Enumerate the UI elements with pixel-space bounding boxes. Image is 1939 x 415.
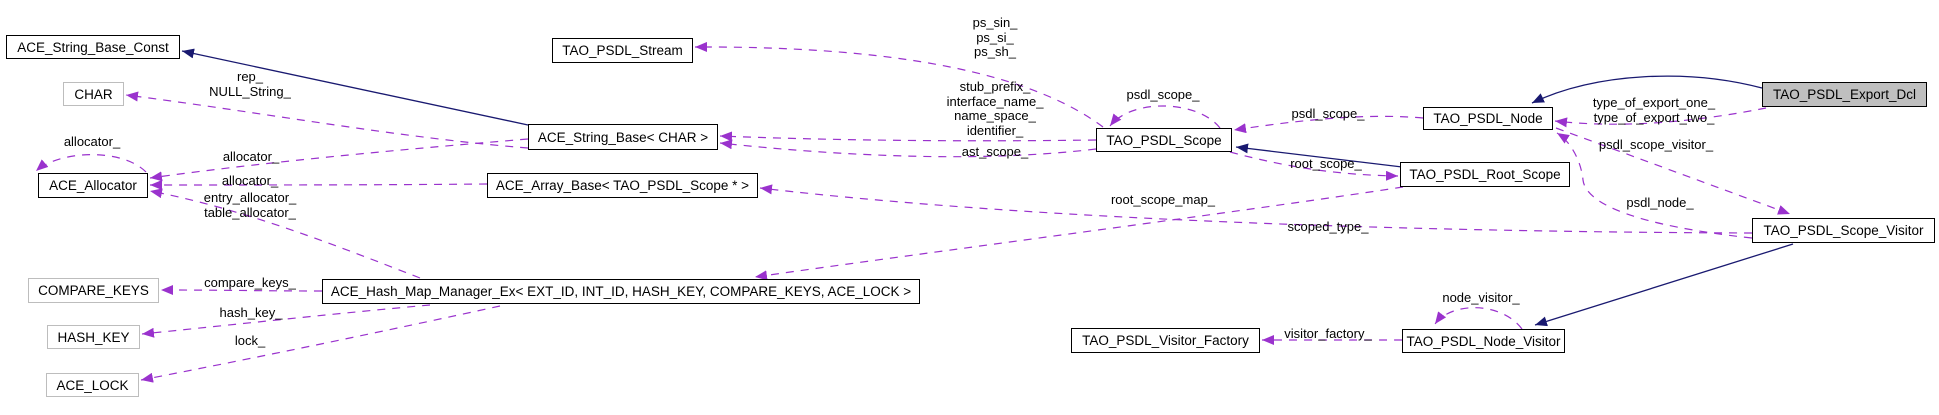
edge-type_of_export bbox=[1554, 107, 1767, 128]
edge-label-scope_self: psdl_scope_ bbox=[1126, 87, 1200, 102]
class-node-label: HASH_KEY bbox=[57, 329, 130, 345]
class-node-ace_allocator[interactable]: ACE_Allocator bbox=[38, 173, 148, 198]
class-node-char[interactable]: CHAR bbox=[63, 82, 124, 106]
edge-label-psdl_scope: psdl_scope_ bbox=[1291, 106, 1365, 121]
class-node-label: TAO_PSDL_Scope bbox=[1106, 132, 1222, 148]
edge-scoped_type bbox=[759, 184, 1753, 234]
class-node-label: ACE_LOCK bbox=[56, 377, 129, 393]
class-node-hash_key[interactable]: HASH_KEY bbox=[47, 325, 140, 349]
edge-psdl_scope_visitor bbox=[1555, 127, 1791, 215]
edge-label-node_visitor_self: node_visitor_ bbox=[1442, 290, 1520, 305]
edge-node_visitor_self bbox=[1434, 307, 1523, 330]
class-node-label: TAO_PSDL_Node bbox=[1433, 111, 1543, 126]
edge-alloc_hash bbox=[149, 188, 421, 279]
edge-label-scoped_type: scoped_type_ bbox=[1287, 219, 1369, 234]
edge-rep bbox=[125, 91, 529, 149]
edge-label-root_scope: root_scope_ bbox=[1290, 156, 1362, 171]
class-node-label: TAO_PSDL_Visitor_Factory bbox=[1082, 333, 1249, 348]
edge-label-alloc_hash: entry_allocator_ table_allocator_ bbox=[203, 190, 297, 220]
edge-lock bbox=[140, 305, 501, 383]
class-node-tao_psdl_scope_visitor[interactable]: TAO_PSDL_Scope_Visitor bbox=[1752, 218, 1935, 243]
edge-label-psdl_node: psdl_node_ bbox=[1626, 195, 1694, 210]
edge-hashkey bbox=[141, 304, 431, 338]
class-node-tao_psdl_stream[interactable]: TAO_PSDL_Stream bbox=[552, 38, 693, 63]
edge-label-ast_scope: ast_scope_ bbox=[961, 144, 1029, 159]
class-node-ace_string_base[interactable]: ACE_String_Base< CHAR > bbox=[528, 124, 718, 150]
edge-label-type_of_export: type_of_export_one_ type_of_export_two_ bbox=[1592, 95, 1716, 125]
edge-compare bbox=[160, 285, 323, 296]
edge-label-compare: compare_keys_ bbox=[204, 275, 296, 290]
edge-alloc_array bbox=[149, 179, 488, 190]
class-node-label: TAO_PSDL_Scope_Visitor bbox=[1763, 223, 1924, 238]
class-node-label: CHAR bbox=[74, 86, 113, 102]
class-node-label: ACE_Allocator bbox=[49, 178, 137, 193]
class-node-ace_array_base[interactable]: ACE_Array_Base< TAO_PSDL_Scope * > bbox=[487, 173, 758, 198]
edge-inherit_string_base bbox=[181, 48, 529, 126]
edge-label-scope_strings: stub_prefix_ interface_name_ name_space_… bbox=[946, 79, 1044, 138]
class-node-ace_hash_map[interactable]: ACE_Hash_Map_Manager_Ex< EXT_ID, INT_ID,… bbox=[322, 279, 920, 304]
class-node-tao_psdl_root_scope[interactable]: TAO_PSDL_Root_Scope bbox=[1400, 162, 1570, 187]
edge-label-ps_streams: ps_sin_ ps_si_ ps_sh_ bbox=[972, 15, 1018, 59]
edge-root_scope_map bbox=[754, 186, 1404, 281]
class-node-ace_lock[interactable]: ACE_LOCK bbox=[46, 373, 139, 397]
edge-scope_self bbox=[1109, 105, 1221, 129]
class-node-label: ACE_String_Base< CHAR > bbox=[537, 129, 709, 145]
class-node-label: ACE_Array_Base< TAO_PSDL_Scope * > bbox=[495, 178, 750, 193]
class-node-tao_psdl_scope[interactable]: TAO_PSDL_Scope bbox=[1096, 128, 1232, 152]
class-node-ace_string_base_const[interactable]: ACE_String_Base_Const bbox=[6, 35, 180, 59]
class-node-tao_psdl_export_dcl[interactable]: TAO_PSDL_Export_Dcl bbox=[1762, 82, 1927, 107]
edge-label-root_scope_map: root_scope_map_ bbox=[1110, 192, 1216, 207]
edge-label-psdl_scope_visitor: psdl_scope_visitor_ bbox=[1598, 137, 1714, 152]
class-node-tao_psdl_visitor_factory[interactable]: TAO_PSDL_Visitor_Factory bbox=[1071, 328, 1260, 353]
edge-inherit_root_scope bbox=[1235, 143, 1403, 168]
class-node-label: TAO_PSDL_Root_Scope bbox=[1409, 167, 1561, 182]
edge-label-hashkey: hash_key_ bbox=[219, 305, 283, 320]
class-node-tao_psdl_node_visitor[interactable]: TAO_PSDL_Node_Visitor bbox=[1402, 329, 1565, 353]
class-node-label: COMPARE_KEYS bbox=[38, 283, 149, 298]
edge-inherit_scope_visitor bbox=[1534, 243, 1794, 327]
edge-ast_scope bbox=[719, 139, 1097, 158]
class-node-label: ACE_Hash_Map_Manager_Ex< EXT_ID, INT_ID,… bbox=[330, 284, 912, 299]
class-node-tao_psdl_node[interactable]: TAO_PSDL_Node bbox=[1423, 107, 1553, 130]
edge-label-alloc_self: allocator_ bbox=[63, 134, 121, 149]
edge-inherit_export_dcl bbox=[1531, 75, 1763, 104]
edge-psdl_scope bbox=[1233, 115, 1424, 134]
edge-label-rep: rep_ NULL_String_ bbox=[209, 69, 291, 99]
edge-label-alloc_array: allocator_ bbox=[221, 173, 279, 188]
edge-scope_strings bbox=[719, 131, 1097, 142]
class-node-label: TAO_PSDL_Export_Dcl bbox=[1772, 87, 1917, 102]
edge-root_scope bbox=[1229, 151, 1399, 181]
edge-label-lock: lock_ bbox=[234, 333, 266, 348]
class-node-label: TAO_PSDL_Stream bbox=[562, 43, 683, 58]
edge-label-alloc_string: allocator_ bbox=[222, 149, 280, 164]
edge-label-visitor_factory: visitor_factory_ bbox=[1284, 326, 1372, 341]
class-node-label: TAO_PSDL_Node_Visitor bbox=[1406, 333, 1561, 349]
class-node-label: ACE_String_Base_Const bbox=[17, 39, 169, 55]
edge-alloc_self bbox=[35, 154, 147, 173]
edge-alloc_string bbox=[149, 138, 529, 182]
class-node-compare_keys[interactable]: COMPARE_KEYS bbox=[28, 278, 159, 303]
edge-ps_streams bbox=[694, 41, 1104, 128]
